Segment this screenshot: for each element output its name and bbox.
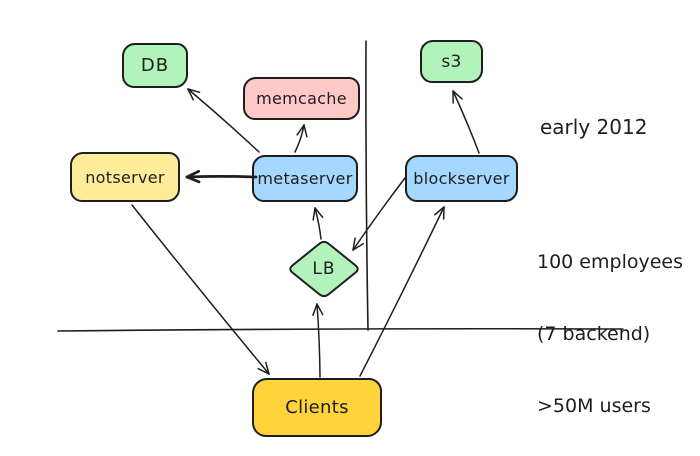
annotation-stats-line-2: (7 backend) (537, 323, 651, 345)
annotation-era: early 2012 (540, 115, 648, 139)
annotation-stats-line-3: >50M users (537, 395, 651, 417)
annotation-stats: 100 employees (7 backend) >50M users (537, 202, 683, 456)
node-lb-label: LB (312, 259, 336, 279)
node-memcache: memcache (243, 77, 360, 120)
edge-metaserver-to-db-arrowhead (187, 88, 201, 94)
edge-metaserver-to-memcache-arrowhead (296, 124, 305, 136)
edge-lb-to-metaserver-arrowhead (314, 207, 324, 219)
edge-notserver-to-clients (131, 204, 270, 375)
edge-lb-to-metaserver-arrowhead (312, 207, 316, 221)
edge-notserver-to-clients-arrowhead (265, 361, 270, 375)
node-blockserver-label: blockserver (413, 169, 510, 188)
edge-blockserver-to-lb-arrowhead (352, 242, 364, 251)
edge-blockserver-to-lb (352, 177, 406, 251)
edge-metaserver-to-notserver-arrowhead (185, 175, 201, 184)
node-notserver-label: notserver (85, 167, 165, 187)
edge-metaserver-to-notserver-arrowhead (185, 169, 201, 179)
edge-clients-to-lb (316, 303, 321, 378)
edge-blockserver-to-lb-arrowhead (352, 237, 356, 251)
edge-blockserver-to-s3-arrowhead (452, 90, 463, 100)
edge-metaserver-to-db-arrowhead (187, 88, 194, 101)
node-metaserver: metaserver (252, 155, 358, 202)
node-clients: Clients (252, 378, 382, 437)
annotation-stats-line-1: 100 employees (537, 251, 683, 273)
node-s3: s3 (420, 40, 483, 83)
node-memcache-label: memcache (256, 89, 347, 108)
edge-metaserver-to-memcache-arrowhead (303, 124, 308, 138)
node-s3-label: s3 (441, 51, 462, 72)
edge-metaserver-to-memcache (294, 124, 305, 153)
node-db: DB (122, 43, 188, 88)
divider-boundary-vertical (365, 40, 369, 331)
node-db-label: DB (140, 55, 170, 76)
edge-blockserver-to-s3 (452, 90, 480, 154)
edge-clients-to-lb-arrowhead (316, 303, 324, 316)
edge-clients-to-blockserver (359, 206, 445, 377)
edge-clients-to-blockserver-arrowhead (434, 206, 445, 216)
node-blockserver: blockserver (405, 155, 518, 202)
edge-lb-to-metaserver (314, 207, 322, 240)
node-metaserver-label: metaserver (257, 169, 353, 188)
edge-notserver-to-clients-arrowhead (257, 367, 270, 375)
node-clients-label: Clients (285, 397, 349, 418)
edge-clients-to-lb-arrowhead (312, 303, 318, 317)
edge-metaserver-to-notserver (185, 175, 258, 179)
node-notserver: notserver (70, 152, 180, 202)
